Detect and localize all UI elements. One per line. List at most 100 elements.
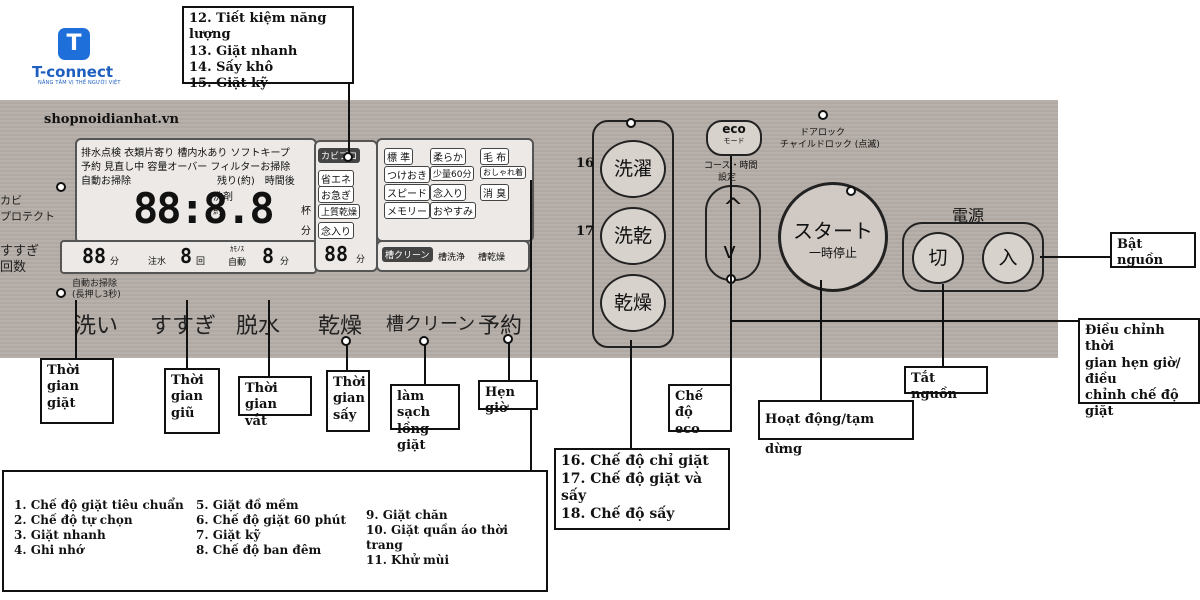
wash-time-l2: gian bbox=[47, 379, 79, 395]
spin-button[interactable]: 脱水 bbox=[236, 314, 281, 339]
lcd-display: 排水点検 衣類片寄り 槽内水あり ソフトキープ 予約 見直し中 容量オーバー フ… bbox=[75, 138, 317, 244]
course-60min[interactable]: 少量60分 bbox=[430, 166, 475, 181]
connector-modes bbox=[630, 340, 632, 448]
lcd-row1: 排水点検 衣類片寄り 槽内水あり ソフトキープ bbox=[81, 148, 290, 159]
rinse-button[interactable]: すすぎ bbox=[150, 314, 217, 339]
connector-timer bbox=[508, 340, 510, 380]
rinse-label-1: すすぎ bbox=[0, 244, 40, 259]
mold-label-1: カビ bbox=[0, 194, 22, 207]
wash-button[interactable]: 洗い bbox=[74, 314, 119, 339]
dry-time-l1: Thời bbox=[333, 375, 366, 390]
tub-clean-l1: làm sạch bbox=[397, 389, 431, 421]
dry-only-button[interactable]: 乾燥 bbox=[600, 274, 666, 332]
legend-9: 9. Giặt chăn bbox=[366, 508, 448, 522]
tub-clean-tag: 槽クリーン bbox=[382, 247, 433, 262]
legend-8: 8. Chế độ ban đêm bbox=[196, 543, 322, 557]
legend-3: 3. Giặt nhanh bbox=[14, 528, 106, 542]
logo-name: T-connect bbox=[32, 63, 114, 81]
top-feature-box: 12. Tiết kiệm năng lượng 13. Giặt nhanh … bbox=[182, 6, 354, 91]
dry-time-l3: sấy bbox=[333, 407, 357, 423]
option-quick[interactable]: お急ぎ bbox=[318, 186, 354, 203]
auto-clean-sub: (長押し3秒) bbox=[72, 290, 121, 300]
course-memory[interactable]: メモリー bbox=[384, 202, 430, 219]
tub-dot bbox=[419, 336, 429, 346]
adjust-arrows: ^ v bbox=[705, 185, 761, 281]
mode-wash-dry: 17. Chế độ giặt và sấy bbox=[561, 470, 703, 505]
course-thorough[interactable]: 念入り bbox=[430, 184, 466, 201]
tub-clean-l2: lồng giặt bbox=[397, 421, 430, 453]
course-blanket[interactable]: 毛 布 bbox=[480, 148, 510, 165]
auto-clean-button[interactable] bbox=[56, 288, 66, 298]
connector-start bbox=[820, 280, 822, 400]
start-label: スタート bbox=[793, 219, 873, 243]
course-soak[interactable]: つけおき bbox=[384, 166, 430, 183]
connector-spin bbox=[268, 300, 270, 376]
spin-unit: 分 bbox=[280, 257, 290, 267]
dry-time-l2: gian bbox=[333, 391, 365, 407]
spin-digits: 8 bbox=[262, 244, 275, 268]
col2-top[interactable]: カビプロ bbox=[318, 148, 361, 163]
rinse-label-2: 回数 bbox=[0, 260, 27, 275]
course-standard[interactable]: 標 準 bbox=[384, 148, 414, 165]
wash-only-button[interactable]: 洗濯 bbox=[600, 140, 666, 198]
tub-clean-button[interactable]: 槽クリーン bbox=[386, 314, 476, 335]
option-thorough[interactable]: 念入り bbox=[318, 222, 354, 239]
eco-caption-2: 設定 bbox=[718, 173, 737, 183]
course-fashion[interactable]: おしゃれ着 bbox=[480, 166, 526, 179]
up-arrow-button[interactable]: ^ bbox=[723, 193, 744, 221]
spin-time-l1: Thời gian bbox=[245, 381, 278, 413]
start-indicator bbox=[846, 186, 856, 196]
course-deodorize[interactable]: 消 臭 bbox=[480, 184, 510, 201]
start-pause-button[interactable]: スタート 一時停止 bbox=[778, 182, 888, 292]
connector-dry bbox=[346, 340, 348, 370]
course-soft[interactable]: 柔らか bbox=[430, 148, 466, 165]
power-on-button[interactable]: 入 bbox=[982, 232, 1034, 284]
lcd-unit-cup: 杯 bbox=[301, 206, 311, 217]
legend-5: 5. Giặt đồ mềm bbox=[196, 498, 299, 512]
site-watermark: shopnoidianhat.vn bbox=[44, 112, 179, 127]
connector-options bbox=[530, 180, 532, 470]
legend-4: 4. Ghi nhớ bbox=[14, 543, 84, 557]
adjust-box: Điều chỉnh thời gian hẹn giờ/ điều chỉnh… bbox=[1078, 318, 1200, 419]
timer-button[interactable]: 予約 bbox=[478, 314, 523, 339]
lcd-row2: 予約 見直し中 容量オーバー フィルターお掃除 bbox=[81, 162, 291, 173]
rinse-digits: 8 bbox=[180, 244, 193, 268]
spin-time-l2: vắt bbox=[245, 413, 267, 429]
connector-tub bbox=[424, 340, 426, 384]
power-title: 電源 bbox=[952, 206, 985, 225]
legend-10: 10. Giặt quần áo thời trang bbox=[366, 523, 508, 552]
rinse-time-l1: Thời bbox=[171, 373, 204, 388]
power-on-box: Bật nguồn bbox=[1110, 232, 1196, 268]
col2-unit: 分 bbox=[356, 255, 366, 265]
start-pause-box: Hoạt động/tạm dừng bbox=[758, 400, 914, 457]
course-night[interactable]: おやすみ bbox=[430, 202, 476, 219]
legend-col2: 5. Giặt đồ mềm 6. Chế độ giặt 60 phút 7.… bbox=[196, 498, 346, 558]
mode-dry-only: 18. Chế độ sấy bbox=[561, 505, 675, 522]
dry-button[interactable]: 乾燥 bbox=[318, 314, 363, 339]
timer-dot bbox=[503, 334, 513, 344]
option-fine-dry[interactable]: 上質乾燥 bbox=[318, 204, 361, 219]
mode-wash-only: 16. Chế độ chỉ giặt bbox=[561, 453, 709, 469]
option-eco-save[interactable]: 省エネ bbox=[318, 170, 354, 187]
course-speed[interactable]: スピード bbox=[384, 184, 430, 201]
legend-1: 1. Chế độ giặt tiêu chuẩn bbox=[14, 498, 184, 512]
connector-eco bbox=[730, 156, 732, 384]
lcd-remain: 残り(約) 時間後 bbox=[217, 176, 295, 187]
mode-box: 16. Chế độ chỉ giặt 17. Chế độ giặt và s… bbox=[554, 448, 730, 530]
legend-11: 11. Khử mùi bbox=[366, 553, 450, 567]
wash-dry-button[interactable]: 洗乾 bbox=[600, 207, 666, 265]
lcd-unit-min: 分 bbox=[301, 226, 311, 237]
legend-2: 2. Chế độ tự chọn bbox=[14, 513, 133, 527]
mode-num-16: 16 bbox=[576, 156, 595, 171]
auto-clean-label: 自動お掃除 bbox=[72, 279, 118, 289]
door-lock-label: ドアロック bbox=[800, 128, 846, 138]
legend-6: 6. Chế độ giặt 60 phút bbox=[196, 513, 347, 527]
col2-digits: 88 bbox=[324, 242, 349, 266]
mold-protect-button[interactable] bbox=[56, 182, 66, 192]
down-arrow-button[interactable]: v bbox=[723, 239, 736, 264]
power-off-button[interactable]: 切 bbox=[912, 232, 964, 284]
lcd-row3: 自動お掃除 bbox=[81, 176, 131, 187]
wash-time-l1: Thời bbox=[47, 363, 80, 378]
mode-indicator bbox=[626, 118, 636, 128]
eco-button[interactable]: eco モード bbox=[706, 120, 762, 156]
